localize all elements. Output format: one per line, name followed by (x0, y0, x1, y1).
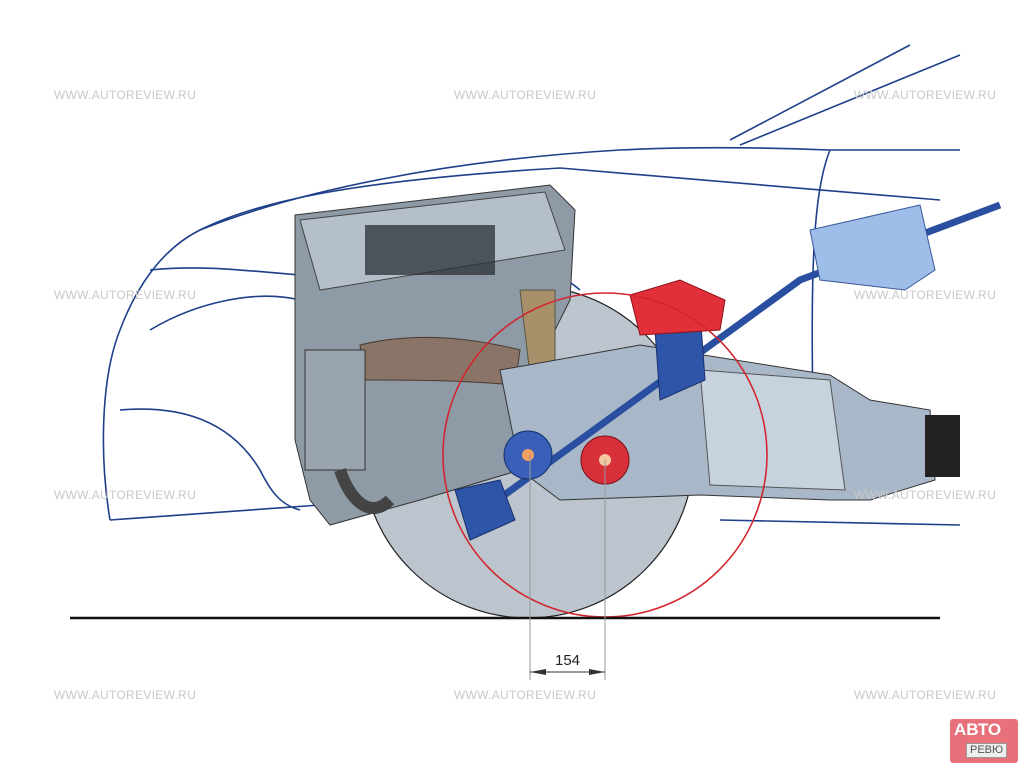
logo-text-bottom: РЕВЮ (966, 743, 1008, 758)
autoreview-logo: АВТО РЕВЮ (950, 719, 1018, 763)
watermark: WWW.AUTOREVIEW.RU (853, 488, 997, 502)
watermark: WWW.AUTOREVIEW.RU (53, 288, 197, 302)
hub-current-center (522, 449, 534, 461)
watermark: WWW.AUTOREVIEW.RU (53, 688, 197, 702)
watermark: WWW.AUTOREVIEW.RU (453, 688, 597, 702)
engine (294, 184, 576, 526)
watermark: WWW.AUTOREVIEW.RU (853, 688, 997, 702)
watermark: WWW.AUTOREVIEW.RU (853, 288, 997, 302)
watermark: WWW.AUTOREVIEW.RU (53, 88, 197, 102)
watermark: WWW.AUTOREVIEW.RU (453, 88, 597, 102)
watermark: WWW.AUTOREVIEW.RU (53, 488, 197, 502)
dimension-marker (529, 455, 606, 680)
gearbox (499, 344, 960, 501)
dimension-label: 154 (554, 652, 581, 669)
steering-column (454, 201, 1002, 541)
watermark: WWW.AUTOREVIEW.RU (853, 88, 997, 102)
logo-text-top: АВТО (954, 720, 1002, 739)
